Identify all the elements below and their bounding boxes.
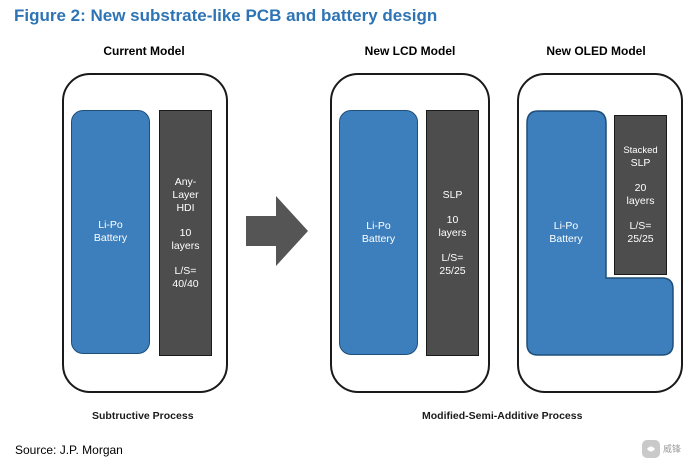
- pcb-line: 10: [446, 213, 459, 226]
- watermark: 威锋: [642, 436, 692, 462]
- pcb-line: layers: [438, 226, 467, 239]
- pcb-line: 25/25: [439, 264, 466, 277]
- msap-process-label: Modified-Semi-Additive Process: [422, 410, 583, 422]
- watermark-text: 威锋: [663, 444, 682, 454]
- current-model-title: Current Model: [103, 44, 185, 58]
- lcd-battery-label-1: Li-Po: [366, 219, 391, 232]
- current-battery: Li-Po Battery: [71, 110, 150, 354]
- current-battery-label-2: Battery: [93, 232, 128, 244]
- pcb-line: layers: [626, 195, 655, 207]
- lcd-battery-label-2: Battery: [361, 232, 396, 245]
- source-note: Source: J.P. Morgan: [15, 443, 123, 457]
- oled-battery-label-2: Battery: [549, 233, 583, 245]
- pcb-line: L/S=: [441, 251, 464, 264]
- pcb-line: Layer: [172, 188, 199, 201]
- pcb-line: 40/40: [172, 277, 199, 290]
- oled-pcb: Stacked SLP 20 layers L/S= 25/25: [614, 115, 667, 275]
- pcb-line: Any-: [174, 175, 197, 188]
- right-arrow-icon: [246, 196, 308, 266]
- oled-battery-shape: [526, 110, 674, 356]
- figure-title: Figure 2: New substrate-like PCB and bat…: [14, 6, 438, 25]
- lcd-model-title: New LCD Model: [364, 44, 456, 58]
- oled-battery-label: Li-Po Battery: [526, 220, 606, 246]
- pcb-line: Stacked: [623, 145, 658, 156]
- pcb-line: 25/25: [627, 233, 654, 245]
- pcb-line: L/S=: [629, 220, 652, 232]
- oled-battery-label-1: Li-Po: [553, 220, 579, 232]
- current-pcb: Any- Layer HDI 10 layers L/S= 40/40: [159, 110, 212, 356]
- pcb-line: layers: [171, 239, 200, 252]
- current-battery-label-1: Li-Po: [98, 219, 123, 231]
- pcb-line: SLP: [442, 188, 463, 201]
- pcb-line: L/S=: [174, 264, 197, 277]
- pcb-line: SLP: [630, 157, 651, 169]
- lcd-pcb: SLP 10 layers L/S= 25/25: [426, 110, 479, 356]
- oled-model-title: New OLED Model: [546, 44, 646, 58]
- lcd-battery: Li-Po Battery: [339, 110, 418, 355]
- watermark-logo-icon: [642, 440, 660, 458]
- pcb-line: 20: [634, 182, 647, 194]
- subtractive-process-label: Subtructive Process: [92, 410, 194, 422]
- pcb-line: HDI: [176, 201, 195, 214]
- pcb-line: 10: [179, 226, 192, 239]
